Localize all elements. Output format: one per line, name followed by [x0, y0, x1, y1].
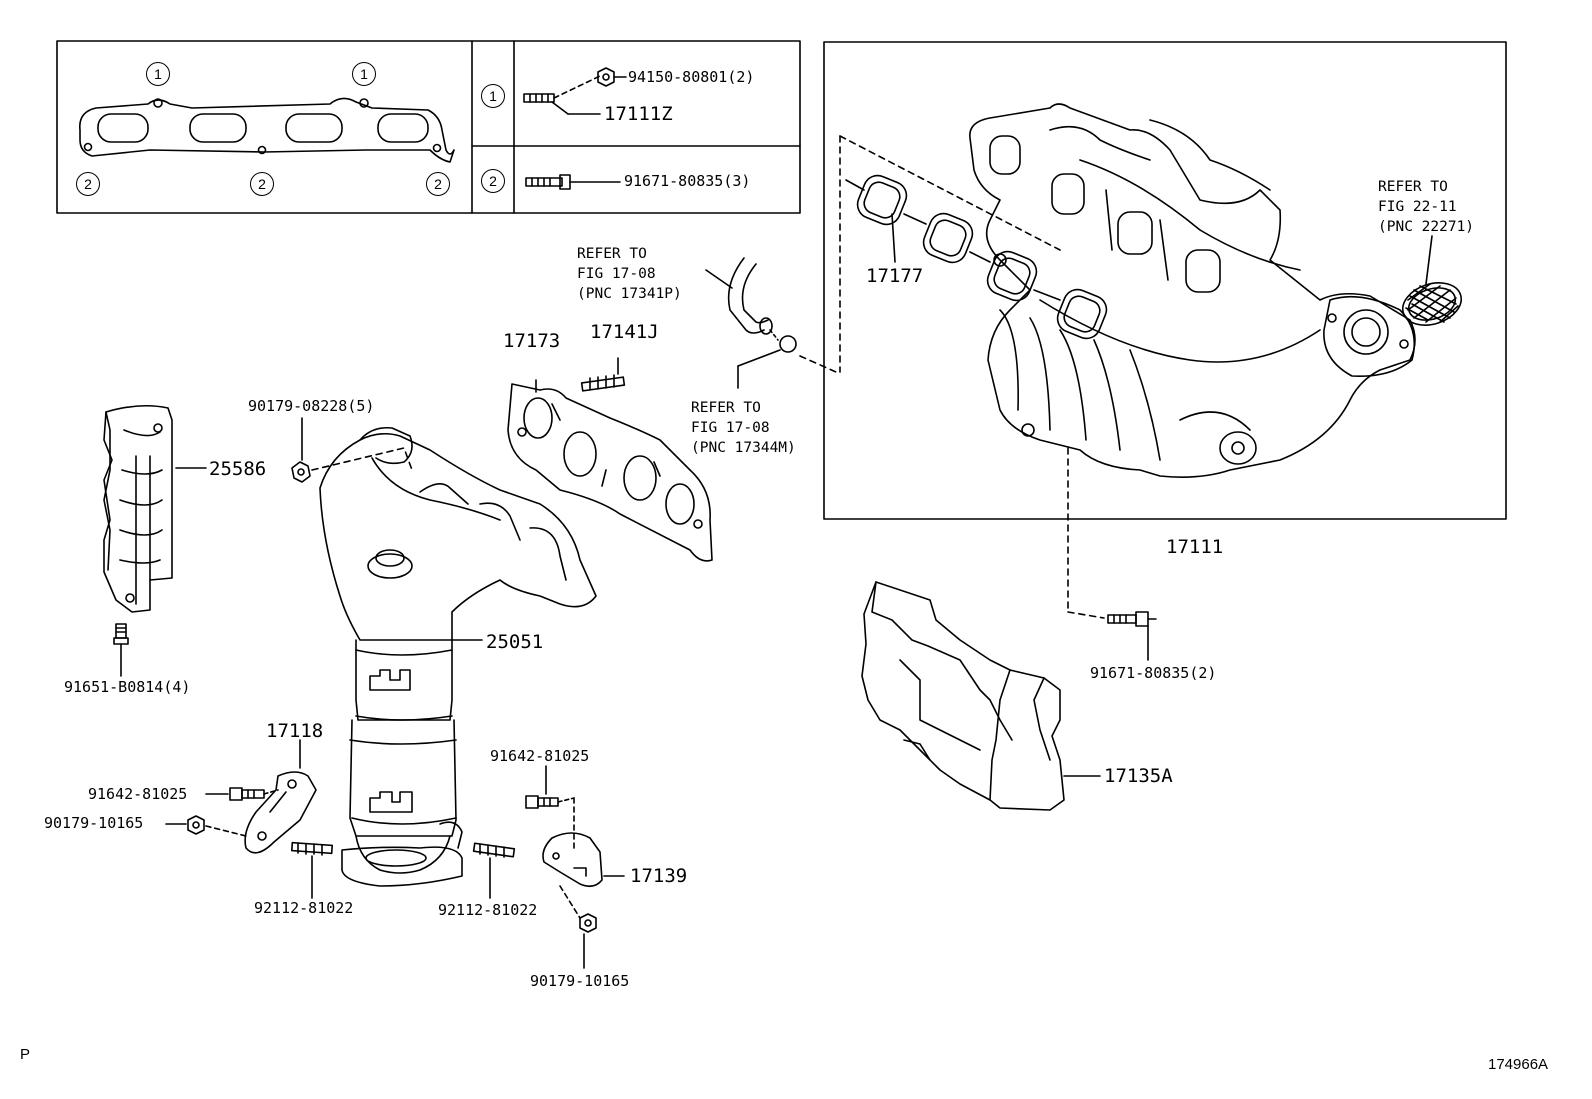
label-91642-81025-left: 91642-81025: [88, 785, 188, 803]
bolt-91671-2-drawing: [1107, 611, 1157, 661]
gasket-mark-1-left: 1: [146, 62, 170, 86]
gasket-mark-2-left: 2: [76, 172, 100, 196]
hose-drawing: [705, 257, 837, 389]
label-25586: 25586: [209, 458, 267, 480]
intake-manifold-drawing: [969, 103, 1416, 619]
heat-insulator-drawing: [861, 581, 1101, 811]
table-row-1-nut: 94150-80801(2): [628, 68, 755, 86]
label-17135A: 17135A: [1104, 765, 1173, 787]
inset-table: [56, 40, 801, 214]
table-row-1-key: 1: [481, 84, 505, 108]
mesh-screen-drawing: [1402, 235, 1462, 326]
label-25051: 25051: [486, 631, 544, 653]
inset-stud-drawing: [523, 67, 627, 115]
manifold-box: [823, 41, 1507, 520]
label-92112-81022-left: 92112-81022: [254, 899, 354, 917]
label-17141J: 17141J: [590, 321, 659, 343]
bracket-17139-drawing: [542, 832, 625, 919]
diagram-id: 174966A: [1488, 1056, 1549, 1073]
label-17139: 17139: [630, 865, 688, 887]
inset-gasket-drawing: [79, 97, 455, 163]
table-row-2-bolt: 91671-80835(3): [624, 172, 751, 190]
corner-mark-left: P: [20, 1046, 31, 1063]
label-91671-80835-2: 91671-80835(2): [1090, 664, 1217, 682]
bolt-91642-left-drawing: [205, 787, 279, 801]
bracket-17118-drawing: [244, 739, 317, 854]
label-90179-10165-left: 90179-10165: [44, 814, 144, 832]
label-17173: 17173: [503, 330, 561, 352]
inset-bolt-drawing: [525, 174, 621, 190]
nut-90179-10165-left-drawing: [165, 815, 247, 837]
label-92112-81022-right: 92112-81022: [438, 901, 538, 919]
gasket-mark-2-right: 2: [426, 172, 450, 196]
heat-shield-drawing: [103, 404, 207, 613]
stud-17141J-drawing: [580, 357, 626, 392]
label-90179-08228: 90179-08228(5): [248, 397, 375, 415]
reference-note-22271: REFER TO FIG 22-11 (PNC 22271): [1378, 179, 1475, 235]
label-17111: 17111: [1166, 536, 1224, 558]
label-90179-10165-right: 90179-10165: [530, 972, 630, 990]
gasket-mark-2-center: 2: [250, 172, 274, 196]
label-91651-B0814: 91651-B0814(4): [64, 678, 191, 696]
bolt-91651-drawing: [113, 623, 129, 677]
exhaust-manifold-drawing: [319, 426, 597, 887]
manifold-gaskets-drawing: [839, 135, 1108, 373]
table-row-2-key: 2: [481, 169, 505, 193]
reference-note-17344M: REFER TO FIG 17-08 (PNC 17344M): [691, 400, 796, 456]
stud-92112-left-drawing: [290, 841, 334, 899]
gasket-mark-1-right: 1: [352, 62, 376, 86]
bolt-91642-right-drawing: [525, 765, 575, 849]
label-17118: 17118: [266, 720, 324, 742]
exhaust-gasket-drawing: [507, 379, 713, 562]
nut-90179-10165-right-drawing: [579, 913, 597, 969]
stud-92112-right-drawing: [472, 842, 516, 899]
reference-note-17341P: REFER TO FIG 17-08 (PNC 17341P): [577, 246, 682, 302]
label-17177: 17177: [866, 265, 924, 287]
nut-90179-08228-drawing: [291, 417, 413, 483]
label-91642-81025-right: 91642-81025: [490, 747, 590, 765]
table-row-1-stud: 17111Z: [604, 103, 673, 125]
